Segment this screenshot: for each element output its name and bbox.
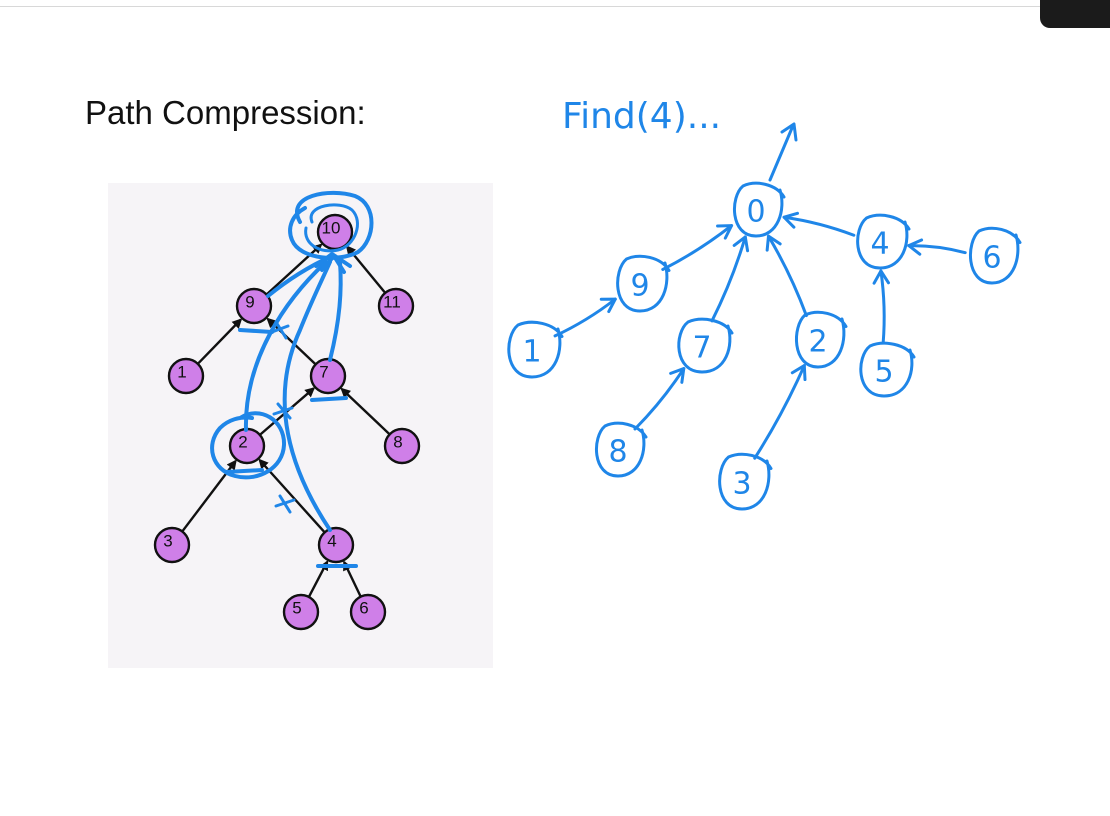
bar-under-9 [238, 328, 274, 334]
root-arrowheads [314, 252, 352, 274]
tree-node-11: 11 [377, 287, 415, 325]
tree-node-8: 8 [383, 427, 421, 465]
edge-7-to-0 [710, 235, 750, 323]
bar-under-2 [224, 468, 264, 474]
slide-heading: Path Compression: [85, 94, 366, 131]
tree-node-5: 5 [282, 593, 320, 631]
find-annotation: Find(4)... [562, 96, 721, 137]
node-label: 4 [327, 532, 336, 551]
edge-1-to-9 [196, 318, 243, 365]
edge-5-to-4 [872, 269, 890, 345]
drawn-node-6: 6 [968, 226, 1022, 285]
drawn-node-4: 4 [856, 213, 911, 270]
edge-3-to-2 [753, 364, 807, 460]
node-label: 6 [359, 599, 368, 618]
drawn-node-2: 2 [794, 310, 848, 369]
tree-node-7: 7 [309, 357, 347, 395]
cross-out-9-7 [270, 320, 290, 340]
node-label: 9 [245, 293, 254, 312]
reroute-7-to-10 [328, 260, 343, 362]
node-label: 8 [393, 433, 402, 452]
drawn-node-label: 4 [870, 227, 889, 262]
edge-2-to-0 [765, 234, 808, 318]
drawn-node-1: 1 [507, 320, 564, 379]
drawn-node-label: 7 [692, 331, 711, 366]
drawn-node-label: 5 [874, 355, 893, 390]
cross-out-2-4 [274, 494, 296, 514]
drawn-node-label: 6 [982, 241, 1001, 276]
tree-node-4: 4 [317, 526, 355, 564]
tree-node-3: 3 [153, 526, 191, 564]
compressed-tree: 0 9 7 2 4 1 8 3 5 6 [507, 181, 1022, 511]
node-label: 11 [383, 293, 401, 312]
node-label: 10 [322, 219, 341, 238]
tree-node-6: 6 [349, 593, 387, 631]
tree-node-1: 1 [167, 357, 205, 395]
drawn-node-label: 3 [732, 467, 751, 502]
bar-under-7 [310, 396, 348, 402]
edge-1-to-9 [553, 297, 617, 338]
drawn-node-label: 0 [746, 195, 765, 230]
tree-node-9: 9 [235, 287, 273, 325]
window-corner-tab [1040, 0, 1110, 28]
drawn-node-8: 8 [594, 421, 648, 478]
root-highlight-outer [288, 190, 374, 260]
cross-out-7-2 [272, 402, 294, 420]
root-up-arrow [768, 122, 798, 182]
drawn-node-label: 2 [808, 325, 827, 360]
node2-highlight [210, 411, 287, 480]
node-label: 5 [292, 599, 301, 618]
drawn-node-label: 1 [522, 335, 541, 370]
edge-4-to-0 [782, 211, 856, 237]
node-label: 3 [163, 532, 172, 551]
top-divider [0, 6, 1110, 7]
edge-6-to-4 [907, 238, 967, 256]
root-highlight-inner [304, 203, 359, 253]
drawn-node-label: 8 [608, 435, 627, 470]
compression-pen-marks [210, 190, 374, 568]
node-label: 1 [177, 363, 186, 382]
edge-4-to-2 [258, 458, 326, 534]
tree-node-10: 10 [316, 213, 354, 251]
drawn-node-7: 7 [677, 317, 734, 374]
tree-node-2: 2 [228, 427, 266, 465]
drawn-node-0: 0 [732, 181, 786, 238]
edge-9-to-10 [265, 243, 323, 296]
reroute-4-to-10 [282, 260, 332, 532]
node-label: 2 [238, 433, 247, 452]
drawn-node-3: 3 [718, 452, 773, 511]
reroute-2-to-10 [243, 260, 328, 432]
edge-8-to-7 [633, 367, 686, 431]
drawn-node-label: 9 [630, 269, 649, 304]
edge-8-to-7 [340, 387, 391, 436]
edge-9-to-0 [661, 224, 734, 271]
node-label: 7 [319, 363, 328, 382]
drawn-node-9: 9 [616, 254, 671, 313]
drawn-node-5: 5 [859, 341, 916, 398]
